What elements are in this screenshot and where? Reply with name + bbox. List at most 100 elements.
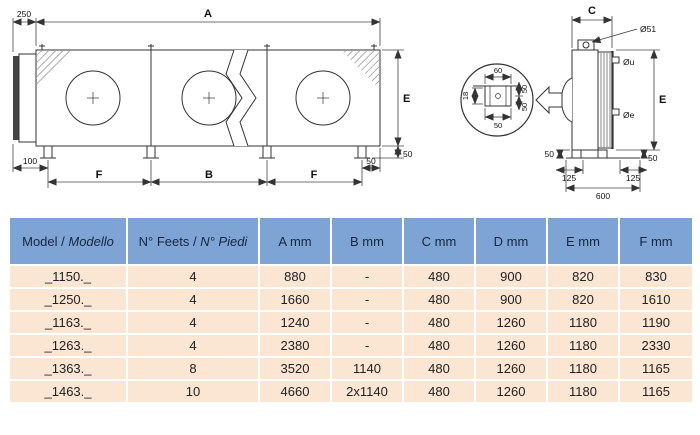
hatch-left <box>37 51 74 88</box>
dim-label-50-left: 50 <box>545 149 555 159</box>
table-cell: 1180 <box>546 356 620 381</box>
side-dimensions: C Ø51 Øu Øe E 50 125 600 125 50 <box>545 5 667 201</box>
dim-label-100: 100 <box>23 156 37 166</box>
table-cell: 1240 <box>258 310 332 335</box>
table-cell: 480 <box>402 356 476 381</box>
dim-label-du: Øu <box>623 57 635 67</box>
table-cell: 820 <box>546 264 620 289</box>
dim-label-e-front: E <box>403 93 410 105</box>
dim-label-125-right: 125 <box>626 173 640 183</box>
dim-label-b: B <box>205 169 213 181</box>
dimension-table: Model / Modello N° Feets / N° Piedi A mm… <box>8 216 694 404</box>
table-cell: 2x1140 <box>330 379 404 404</box>
header-feet: N° Feets / N° Piedi <box>126 216 260 266</box>
table-cell: 480 <box>402 379 476 404</box>
table-cell: 2380 <box>258 333 332 358</box>
front-left-plate-edge <box>13 56 19 140</box>
dim-label-50-offset: 50 <box>366 156 376 166</box>
table-row: _1150._ 4 880 - 480 900 820 830 <box>8 264 694 289</box>
table-cell: - <box>330 264 404 289</box>
table-cell: 1180 <box>546 333 620 358</box>
detail-dim-50-lower: 50 <box>520 103 529 111</box>
table-cell: - <box>330 310 404 335</box>
front-view <box>13 44 381 159</box>
table-cell: - <box>330 287 404 312</box>
table-cell: 3520 <box>258 356 332 381</box>
table-cell: 4 <box>126 333 260 358</box>
fan-circles <box>65 70 351 126</box>
dim-label-f-right: F <box>311 169 318 181</box>
model-cell: _1163._ <box>8 310 128 335</box>
detail-dim-18: 18 <box>461 92 470 100</box>
table-cell: 1165 <box>618 356 694 381</box>
dim-label-a: A <box>204 8 212 20</box>
dim-label-de: Øe <box>623 110 635 120</box>
header-model: Model / Modello <box>8 216 128 266</box>
table-row: _1463._ 10 4660 2x1140 480 1260 1180 116… <box>8 379 694 404</box>
table-row: _1263._ 4 2380 - 480 1260 1180 2330 <box>8 333 694 358</box>
header-e: E mm <box>546 216 620 266</box>
front-dimensions: A 250 E 50 100 F B F 50 <box>12 8 413 188</box>
table-cell: 1140 <box>330 356 404 381</box>
table-cell: 1190 <box>618 310 694 335</box>
dim-label-d51: Ø51 <box>640 24 656 34</box>
table-cell: - <box>330 333 404 358</box>
dim-label-125-left: 125 <box>562 173 576 183</box>
table-row: _1363._ 8 3520 1140 480 1260 1180 1165 <box>8 356 694 381</box>
table-cell: 4 <box>126 310 260 335</box>
table-cell: 1260 <box>474 310 548 335</box>
technical-drawing: A 250 E 50 100 F B F 50 <box>12 5 667 201</box>
table-cell: 1180 <box>546 310 620 335</box>
hatch-right <box>342 51 379 88</box>
table-cell: 830 <box>618 264 694 289</box>
table-cell: 1260 <box>474 356 548 381</box>
table-cell: 1180 <box>546 379 620 404</box>
model-cell: _1150._ <box>8 264 128 289</box>
pipe-stub-u <box>611 56 620 64</box>
side-top-foot <box>577 39 595 51</box>
table-cell: 900 <box>474 264 548 289</box>
front-left-plate <box>18 53 37 143</box>
fan-bulge <box>561 77 573 123</box>
table-header-row: Model / Modello N° Feets / N° Piedi A mm… <box>8 216 694 266</box>
table-cell: 10 <box>126 379 260 404</box>
table-cell: 1260 <box>474 379 548 404</box>
table-cell: 880 <box>258 264 332 289</box>
table-cell: 480 <box>402 264 476 289</box>
dim-label-e-side: E <box>659 94 666 106</box>
header-f: F mm <box>618 216 694 266</box>
table-cell: 1260 <box>474 333 548 358</box>
detail-dim-60: 60 <box>494 66 502 75</box>
table-cell: 480 <box>402 310 476 335</box>
table-cell: 480 <box>402 333 476 358</box>
header-a: A mm <box>258 216 332 266</box>
header-c: C mm <box>402 216 476 266</box>
table-cell: 1660 <box>258 287 332 312</box>
table-cell: 4 <box>126 264 260 289</box>
detail-view: 60 18 50 50 50 <box>460 63 534 137</box>
detail-dim-50-bottom: 50 <box>494 121 502 130</box>
table-cell: 480 <box>402 287 476 312</box>
side-housing <box>571 49 599 151</box>
table-row: _1163._ 4 1240 - 480 1260 1180 1190 <box>8 310 694 335</box>
table-cell: 2330 <box>618 333 694 358</box>
header-d: D mm <box>474 216 548 266</box>
table-row: _1250._ 4 1660 - 480 900 820 1610 <box>8 287 694 312</box>
model-cell: _1263._ <box>8 333 128 358</box>
top-hole <box>582 41 590 49</box>
pipe-stub-e <box>611 108 620 116</box>
top-brackets <box>39 44 377 50</box>
dim-label-600: 600 <box>596 191 610 201</box>
header-b: B mm <box>330 216 404 266</box>
dim-label-c: C <box>588 5 596 17</box>
model-cell: _1250._ <box>8 287 128 312</box>
dim-label-250: 250 <box>17 9 31 19</box>
dim-label-50-height: 50 <box>403 149 413 159</box>
airflow-arrow <box>535 85 563 115</box>
dim-label-50-right: 50 <box>648 153 658 163</box>
model-cell: _1463._ <box>8 379 128 404</box>
detail-dim-50-upper: 50 <box>520 85 529 93</box>
table-cell: 820 <box>546 287 620 312</box>
table-cell: 8 <box>126 356 260 381</box>
table-cell: 900 <box>474 287 548 312</box>
